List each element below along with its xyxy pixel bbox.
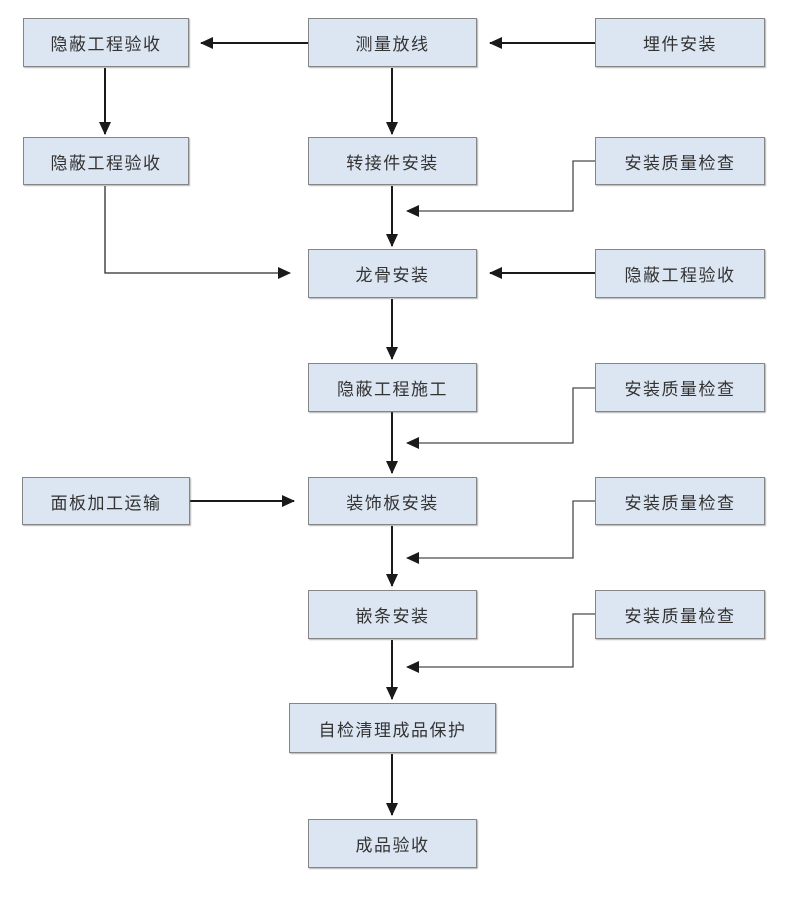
node-inlay-strip-installation: 嵌条安装 (308, 590, 477, 639)
node-finished-product-acceptance: 成品验收 (308, 819, 477, 868)
node-self-check-cleanup-product-protection: 自检清理成品保护 (289, 703, 496, 753)
node-measurement-setting-out: 测量放线 (308, 18, 477, 67)
node-decorative-panel-installation: 装饰板安装 (308, 477, 477, 525)
node-concealed-work-acceptance-2: 隐蔽工程验收 (23, 137, 189, 185)
node-concealed-work-acceptance-3: 隐蔽工程验收 (595, 249, 765, 298)
node-installation-quality-check-3: 安装质量检查 (595, 477, 765, 525)
node-concealed-work-acceptance-1: 隐蔽工程验收 (23, 18, 189, 67)
connector-acceptance2-to-keel (104, 186, 291, 279)
node-installation-quality-check-2: 安装质量检查 (595, 363, 765, 412)
node-installation-quality-check-4: 安装质量检查 (595, 590, 765, 639)
node-panel-processing-transport: 面板加工运输 (22, 477, 190, 525)
node-embedded-parts-installation: 埋件安装 (595, 18, 765, 67)
node-adapter-installation: 转接件安装 (308, 137, 477, 185)
node-installation-quality-check-1: 安装质量检查 (595, 137, 765, 185)
node-keel-installation: 龙骨安装 (308, 249, 477, 298)
node-concealed-work-construction: 隐蔽工程施工 (308, 363, 477, 412)
